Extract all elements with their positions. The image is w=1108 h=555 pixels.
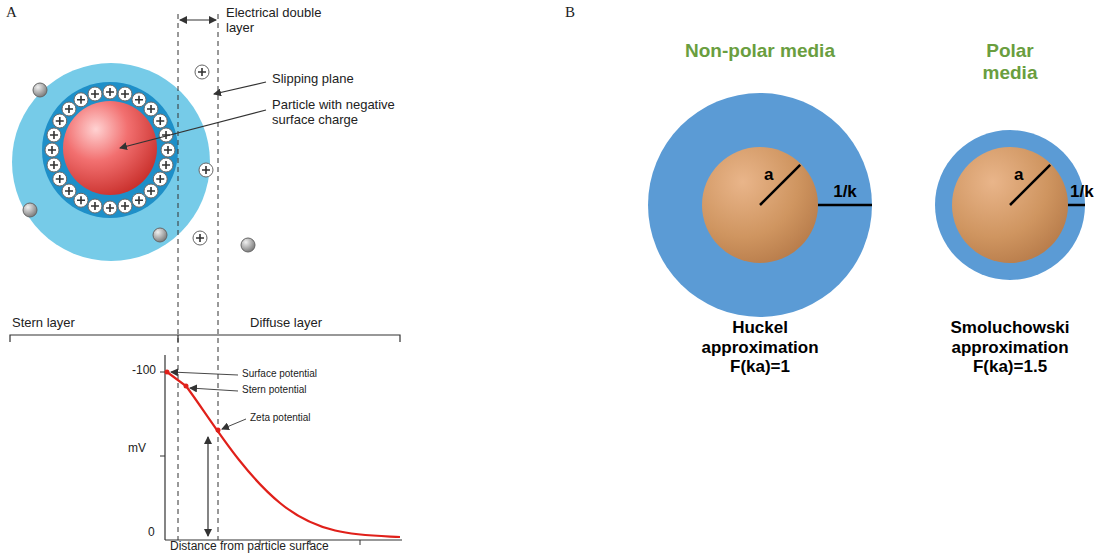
particle: [63, 101, 157, 195]
particle-circle: a: [952, 147, 1068, 263]
label: Electrical double layer: [226, 6, 336, 36]
diffuse-halo: [12, 63, 210, 261]
stern-ring: [42, 82, 178, 218]
curve-point: [216, 428, 221, 433]
label: Slipping plane: [272, 72, 354, 87]
stern-boundary: [178, 14, 179, 540]
label: Diffuse layer: [250, 316, 322, 331]
layer-tick: [177, 335, 178, 342]
label: Stern layer: [12, 316, 75, 331]
label: -100: [112, 364, 156, 378]
ticks: [160, 372, 360, 545]
label: Distance from particle surface: [170, 540, 329, 554]
radius-label: a: [1014, 165, 1023, 185]
label: 0: [148, 526, 155, 540]
label: Surface potential: [242, 368, 317, 380]
thickness-label: 1/k: [1070, 182, 1094, 202]
label: Zeta potential: [250, 412, 311, 424]
label: Stern potential: [242, 384, 307, 396]
label: Particle with negative surface charge: [272, 98, 432, 128]
label: A: [6, 4, 17, 21]
label: Non-polar media: [685, 40, 835, 62]
label: mV: [128, 442, 146, 456]
leader: [222, 419, 246, 429]
y-axis: [164, 355, 165, 540]
label: B: [565, 4, 575, 21]
particle-circle: a: [702, 147, 818, 263]
radius-label: a: [764, 165, 773, 185]
label: Polar media: [965, 40, 1055, 84]
leader: [171, 372, 238, 375]
dimension-line: [952, 147, 1068, 263]
double-layer-circle: a 1/k: [648, 93, 872, 317]
label: Smoluchowski approximation F(ka)=1.5: [940, 318, 1080, 377]
label: Huckel approximation F(ka)=1: [685, 318, 835, 377]
curve-point: [165, 370, 170, 375]
curve-point: [184, 384, 189, 389]
thickness-label: 1/k: [833, 182, 857, 202]
zeta-arrow: [207, 437, 208, 536]
double-layer-circle: a1/k: [935, 130, 1085, 280]
leader: [190, 388, 238, 391]
potential-curve: [167, 372, 400, 537]
leader: [120, 110, 266, 148]
layer-bracket: [10, 335, 400, 342]
dimension-line: [702, 147, 818, 263]
double-layer-bracket: [180, 19, 216, 20]
leader: [214, 82, 266, 94]
